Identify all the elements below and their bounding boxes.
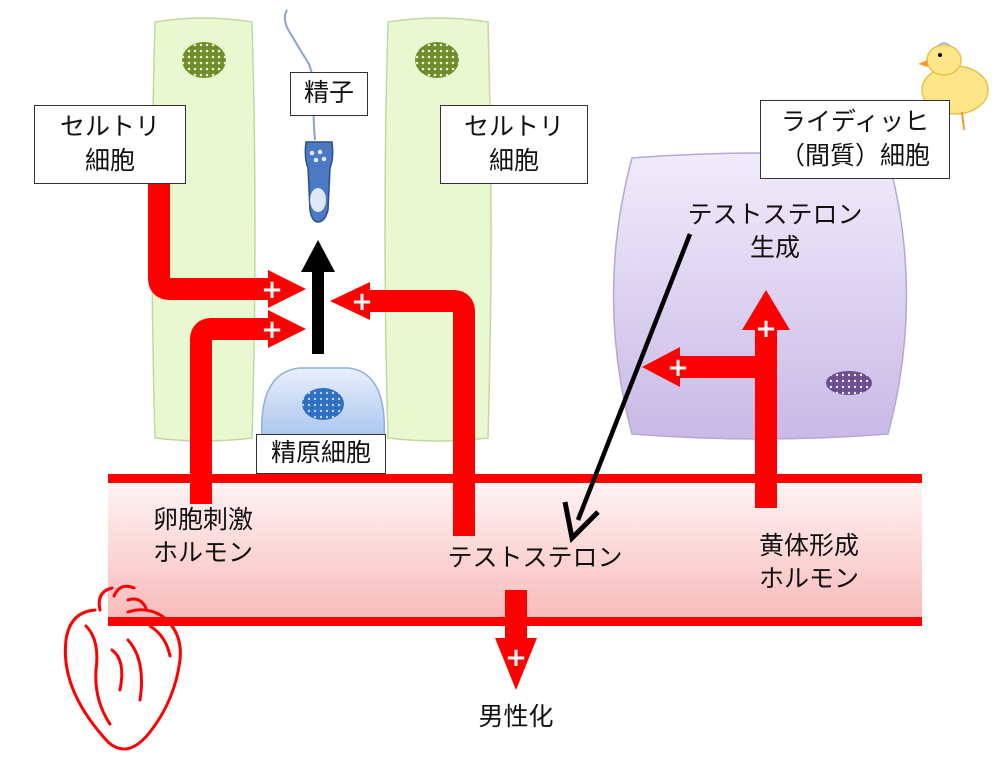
- testosterone-production-text: テストステロン 生成: [687, 200, 863, 262]
- plus-sign: +: [667, 353, 689, 383]
- masculinization-arrow: [495, 590, 537, 690]
- spermatogonium-cell: [260, 367, 386, 441]
- testosterone-pathway-arrow: [330, 282, 475, 536]
- plus-sign: +: [261, 275, 283, 305]
- sertoli-cell-right: [384, 17, 492, 442]
- sertoli-cell-right-label: セルトリ 細胞: [440, 105, 588, 184]
- nucleus-icon: [302, 388, 344, 420]
- fsh-text: 卵胞刺激 ホルモン: [152, 505, 253, 567]
- testosterone-release-arrow: [562, 233, 693, 544]
- plus-sign: +: [351, 287, 373, 317]
- leydig-cell-label: ライディッヒ （間質）細胞: [760, 100, 950, 179]
- plus-sign: +: [505, 643, 527, 673]
- development-arrow: [301, 240, 335, 354]
- plus-sign: +: [755, 314, 777, 344]
- heart-icon: [63, 584, 182, 751]
- sertoli-pathway-arrow: [148, 184, 306, 308]
- nucleus-icon: [182, 42, 226, 78]
- sperm-icon: [283, 9, 334, 223]
- nucleus-icon: [826, 371, 872, 395]
- lh-pathway-arrow: [642, 290, 790, 508]
- sertoli-cell-left-label: セルトリ 細胞: [34, 105, 186, 184]
- testosterone-text: テストステロン: [447, 543, 623, 572]
- fsh-pathway-arrow: [190, 310, 306, 504]
- spermatogonium-label: 精原細胞: [256, 434, 386, 474]
- sperm-label: 精子: [290, 72, 368, 116]
- plus-sign: +: [261, 315, 283, 345]
- lh-text: 黄体形成 ホルモン: [758, 531, 859, 593]
- masculinization-text: 男性化: [478, 702, 554, 731]
- nucleus-icon: [415, 42, 459, 78]
